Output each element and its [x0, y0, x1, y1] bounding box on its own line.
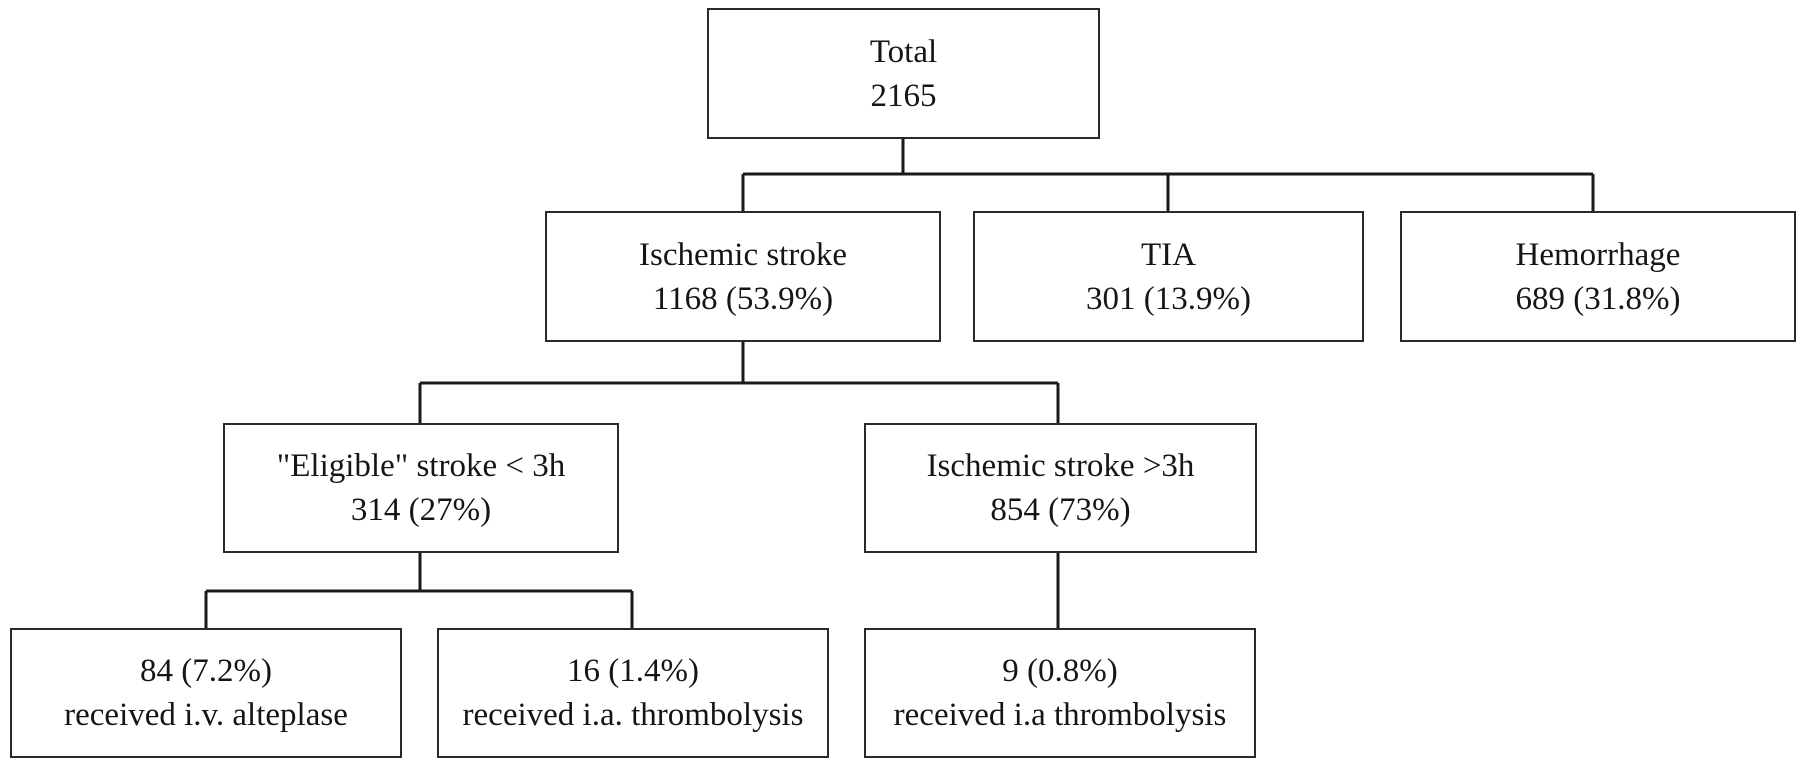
- ia-thrombolysis-over-3h-value: 9 (0.8%): [1002, 653, 1118, 689]
- eligible-stroke-value: 314 (27%): [350, 492, 492, 528]
- eligible-stroke-label: "Eligible" stroke < 3h: [276, 448, 566, 484]
- iv-alteplase-label: received i.v. alteplase: [64, 697, 348, 733]
- eligible-stroke-node: "Eligible" stroke < 3h 314 (27%): [223, 423, 619, 553]
- ischemic-over-3h-node: Ischemic stroke >3h 854 (73%): [864, 423, 1257, 553]
- ischemic-stroke-value: 1168 (53.9%): [652, 280, 834, 317]
- ia-thrombolysis-under-3h-value: 16 (1.4%): [567, 653, 699, 689]
- hemorrhage-value: 689 (31.8%): [1515, 280, 1681, 317]
- ia-thrombolysis-under-3h-label: received i.a. thrombolysis: [462, 697, 804, 733]
- tia-node: TIA 301 (13.9%): [973, 211, 1364, 342]
- ischemic-over-3h-label: Ischemic stroke >3h: [926, 448, 1195, 484]
- ia-thrombolysis-over-3h-label: received i.a thrombolysis: [893, 697, 1227, 733]
- hemorrhage-node: Hemorrhage 689 (31.8%): [1400, 211, 1796, 342]
- iv-alteplase-node: 84 (7.2%) received i.v. alteplase: [10, 628, 402, 758]
- total-value: 2165: [870, 77, 937, 114]
- ischemic-stroke-node: Ischemic stroke 1168 (53.9%): [545, 211, 941, 342]
- tia-value: 301 (13.9%): [1086, 280, 1251, 317]
- ischemic-stroke-label: Ischemic stroke: [638, 236, 847, 273]
- total-label: Total: [869, 33, 938, 70]
- tia-label: TIA: [1141, 236, 1196, 273]
- ischemic-over-3h-value: 854 (73%): [990, 492, 1131, 528]
- hemorrhage-label: Hemorrhage: [1515, 236, 1681, 273]
- iv-alteplase-value: 84 (7.2%): [140, 653, 272, 689]
- total-node: Total 2165: [707, 8, 1100, 139]
- ia-thrombolysis-under-3h-node: 16 (1.4%) received i.a. thrombolysis: [437, 628, 829, 758]
- ia-thrombolysis-over-3h-node: 9 (0.8%) received i.a thrombolysis: [864, 628, 1256, 758]
